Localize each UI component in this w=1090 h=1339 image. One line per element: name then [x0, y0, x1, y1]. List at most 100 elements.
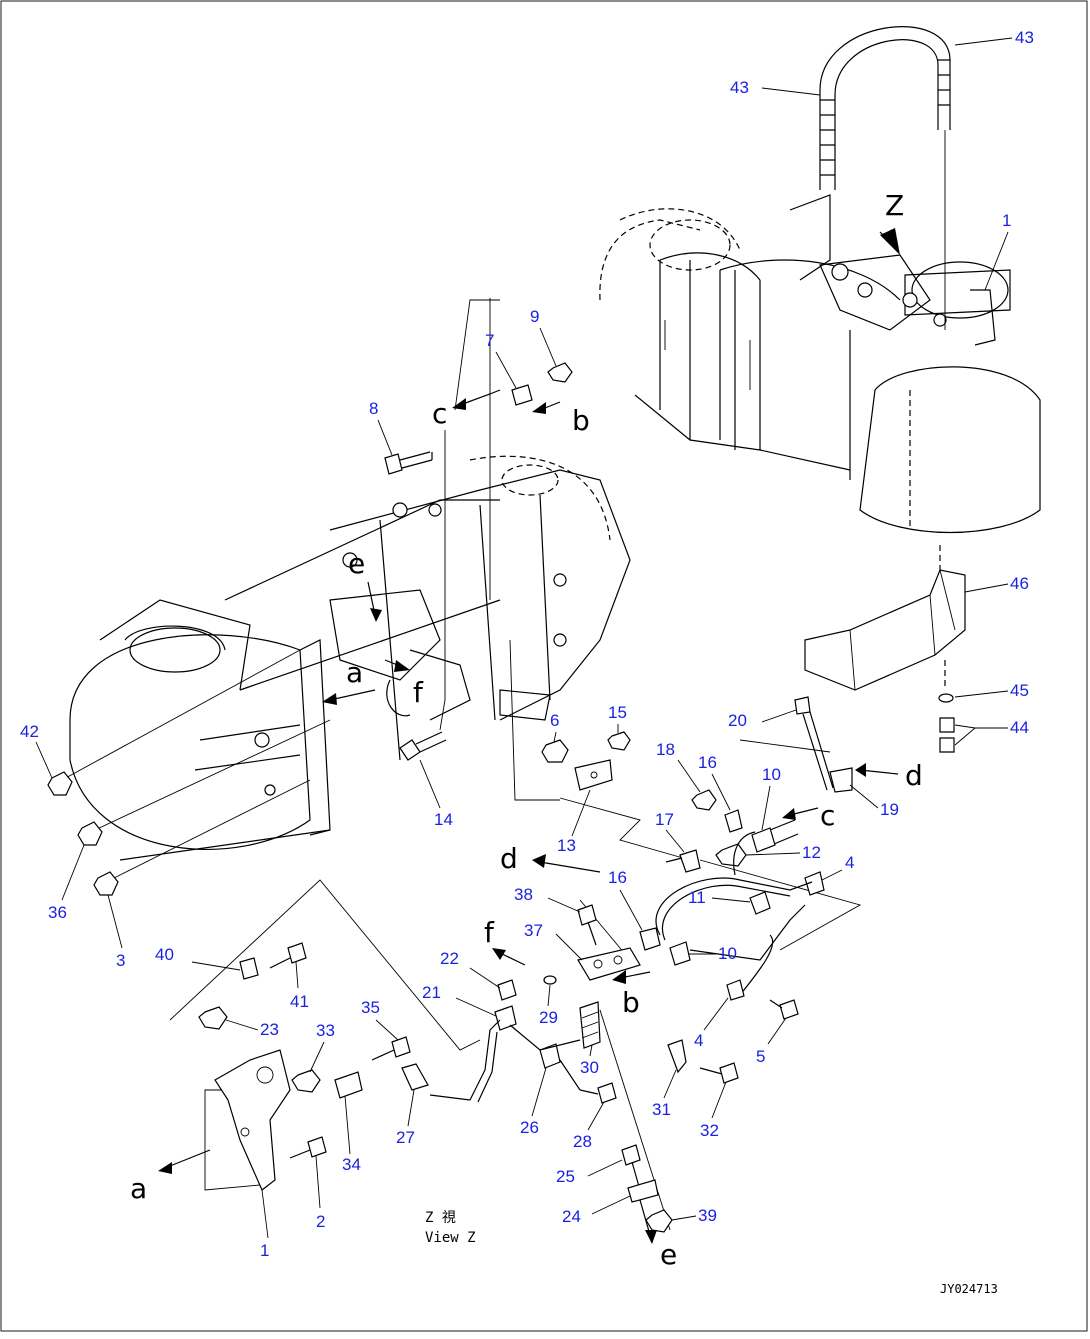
callout-16-b: 16: [608, 868, 627, 887]
callout-40: 40: [155, 945, 174, 964]
callout-33: 33: [316, 1021, 335, 1040]
callout-24: 24: [562, 1207, 581, 1226]
callout-42: 42: [20, 722, 39, 741]
callout-13: 13: [557, 836, 576, 855]
callout-38: 38: [514, 885, 533, 904]
callout-1-bottom: 1: [260, 1241, 269, 1260]
ref-letter-c-2: c: [820, 799, 835, 832]
nut-15: [607, 731, 631, 751]
callout-46: 46: [1010, 574, 1029, 593]
clip-7: [511, 384, 533, 406]
callout-5: 5: [756, 1047, 765, 1066]
bolt-2: [289, 1136, 327, 1159]
callout-39: 39: [698, 1206, 717, 1225]
bolt-38: [577, 904, 597, 946]
bolt-35: [371, 1036, 411, 1061]
clamp-27: [401, 1063, 429, 1091]
callout-35: 35: [361, 998, 380, 1017]
callout-12: 12: [802, 843, 821, 862]
callout-30: 30: [580, 1058, 599, 1077]
aftertreatment-unit-upper: [599, 194, 1041, 575]
clamp-31: [667, 1039, 687, 1074]
washer-33: [291, 1069, 321, 1093]
callout-3: 3: [116, 951, 125, 970]
nut-9: [547, 362, 573, 383]
bolt-25: [621, 1144, 641, 1191]
clamp-16-upper: [724, 809, 743, 833]
view-z-letter: Z: [885, 189, 904, 222]
ref-letter-e: e: [348, 547, 365, 580]
bracket-1-lower: [214, 1049, 291, 1191]
clamp-34: [334, 1071, 363, 1099]
ref-letter-b-2: b: [622, 986, 640, 1019]
bolt-20: [794, 696, 834, 791]
callout-36: 36: [48, 903, 67, 922]
callout-20: 20: [728, 711, 747, 730]
ref-letter-c: c: [432, 397, 447, 430]
leader-lines: [61, 298, 862, 1231]
callout-43-b: 43: [730, 78, 749, 97]
callout-32: 32: [700, 1121, 719, 1140]
ref-letter-d: d: [905, 759, 923, 792]
callout-26: 26: [520, 1118, 539, 1137]
callout-44: 44: [1010, 718, 1029, 737]
nut-42: [47, 771, 73, 796]
drawing-code: JY024713: [940, 1282, 998, 1296]
nut-6: [541, 739, 569, 763]
ref-letter-e-2: e: [660, 1238, 677, 1271]
clip-40: [239, 957, 259, 980]
ref-letter-f-2: f: [484, 916, 495, 949]
ref-letter-a-2: a: [130, 1172, 147, 1205]
fitting-11: [749, 891, 771, 915]
callout-29: 29: [539, 1008, 558, 1027]
fitting-17: [665, 849, 701, 873]
reference-letters: c b e a f d c d f b a e: [130, 397, 923, 1271]
callout-23: 23: [260, 1020, 279, 1039]
ref-letter-a: a: [346, 656, 363, 689]
ref-letter-d-2: d: [500, 842, 518, 875]
callout-2: 2: [316, 1212, 325, 1231]
aftertreatment-unit-lower: [69, 455, 631, 861]
clip-19: [829, 767, 853, 793]
sensor-block-37: [577, 947, 641, 981]
callout-16: 16: [698, 753, 717, 772]
callout-8: 8: [369, 399, 378, 418]
bolt-14: [399, 731, 447, 761]
mounting-bracket-46: [804, 569, 966, 753]
reference-arrows: [158, 389, 899, 1244]
callout-4-lower: 4: [694, 1031, 703, 1050]
callout-10-b: 10: [718, 944, 737, 963]
fitting-21: [494, 1005, 517, 1031]
ref-letter-b: b: [572, 404, 590, 437]
callout-28: 28: [573, 1132, 592, 1151]
clamp-16-lower: [639, 927, 661, 951]
callout-21: 21: [422, 983, 441, 1002]
callout-1-top: 1: [1002, 211, 1011, 230]
callout-4-upper: 4: [845, 853, 854, 872]
callout-31: 31: [652, 1100, 671, 1119]
nut-39: [645, 1209, 673, 1233]
callout-43: 43: [1015, 28, 1034, 47]
callout-37: 37: [524, 921, 543, 940]
callout-34: 34: [342, 1155, 361, 1174]
bolt-5: [769, 999, 799, 1020]
view-z-arrow: Z: [879, 189, 904, 255]
callout-45: 45: [1010, 681, 1029, 700]
callout-41: 41: [290, 992, 309, 1011]
callout-10: 10: [762, 765, 781, 784]
callout-17: 17: [655, 810, 674, 829]
bolt-32: [699, 1062, 739, 1084]
fitting-4-upper: [804, 871, 825, 896]
washer-18: [691, 789, 717, 811]
nut-3: [93, 871, 119, 896]
callout-25: 25: [556, 1167, 575, 1186]
callout-6: 6: [550, 711, 559, 730]
washer-12: [715, 843, 747, 867]
bolt-41: [269, 942, 307, 969]
callout-7: 7: [485, 331, 494, 350]
fitting-26: [539, 1043, 561, 1069]
washer-29: [543, 975, 557, 985]
callout-15: 15: [608, 703, 627, 722]
